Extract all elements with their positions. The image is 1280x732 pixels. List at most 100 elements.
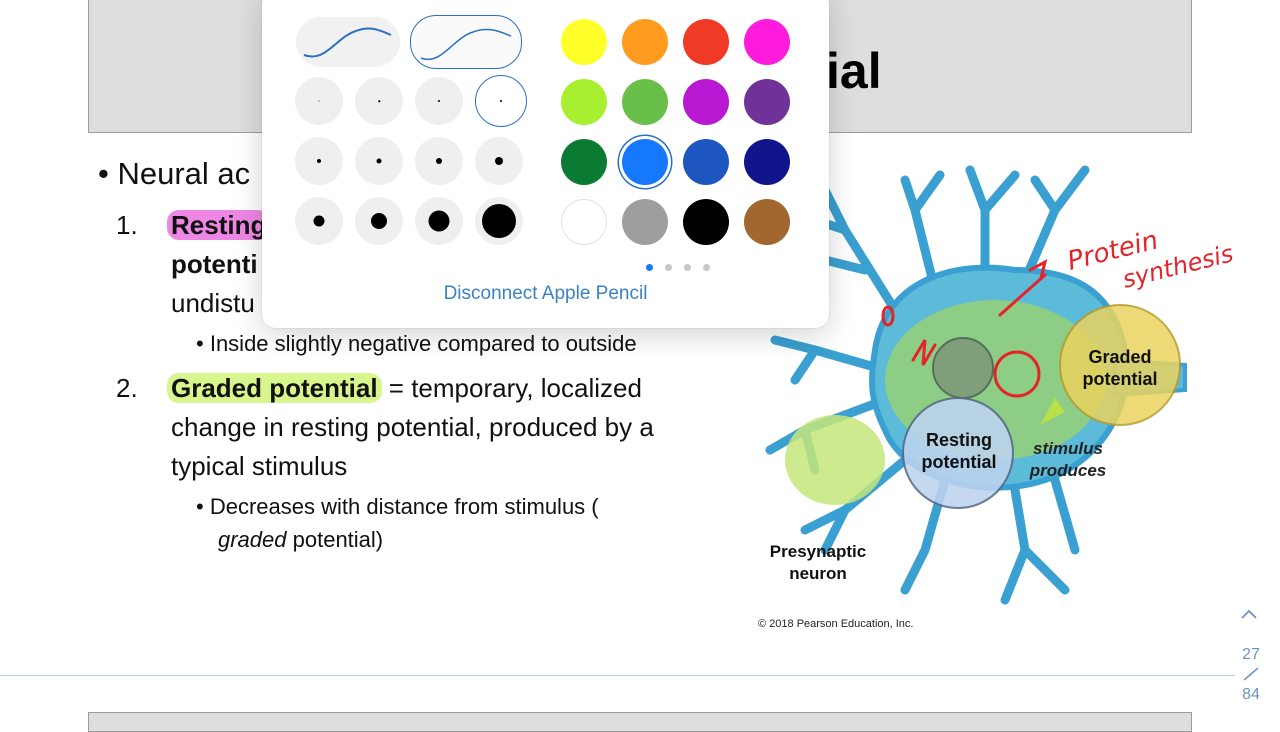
sub-bullet-dot: • (196, 494, 210, 519)
copyright-notice: © 2018 Pearson Education, Inc. (758, 618, 914, 630)
graded-italic: graded (218, 527, 287, 552)
page-dot (665, 264, 672, 271)
color-swatch[interactable] (622, 199, 668, 245)
color-swatch[interactable] (561, 19, 607, 65)
next-slide-edge (88, 712, 1192, 732)
stroke-size-button[interactable] (415, 77, 463, 125)
label-line: produces (1029, 461, 1107, 480)
page-divider (0, 675, 1235, 676)
item-line: typical stimulus (171, 451, 348, 481)
size-dot (313, 215, 325, 227)
color-swatch[interactable] (622, 79, 668, 125)
color-swatch[interactable] (561, 199, 607, 245)
label-resting-potential: Resting potential (904, 429, 1014, 473)
item-line: Graded potential = temporary, localized (167, 373, 642, 404)
stroke-size-button[interactable] (355, 77, 403, 125)
size-dot (428, 210, 450, 232)
color-swatch[interactable] (622, 139, 668, 185)
main-bullet-text: Neural ac (117, 156, 251, 191)
item-line: change in resting potential, produced by… (171, 412, 654, 442)
disconnect-pencil-button[interactable]: Disconnect Apple Pencil (443, 283, 648, 304)
color-swatch[interactable] (683, 19, 729, 65)
stroke-curve-icon (303, 27, 392, 58)
handwritten-annotation (881, 259, 1048, 398)
color-swatch[interactable] (744, 139, 790, 185)
stroke-size-button[interactable] (295, 197, 343, 245)
color-swatch[interactable] (683, 199, 729, 245)
color-swatch[interactable] (561, 79, 607, 125)
neuron-figure: Protein synthesis (765, 165, 1236, 605)
stroke-size-button[interactable] (475, 137, 523, 185)
stroke-curve-icon (420, 28, 512, 61)
size-dot (500, 100, 502, 102)
term-resting: Resting (167, 210, 271, 240)
bullet-dot: • (98, 156, 118, 191)
stroke-size-button[interactable] (475, 197, 523, 245)
stroke-size-button[interactable] (415, 137, 463, 185)
label-stimulus-produces: stimulus produces (1018, 438, 1118, 482)
item-line: potenti (171, 249, 258, 279)
sub-bullet: • Decreases with distance from stimulus … (196, 494, 599, 520)
stroke-size-button[interactable] (355, 137, 403, 185)
stimulus-arrow (1040, 398, 1065, 425)
main-bullet: • Neural ac (98, 156, 250, 192)
stroke-size-button[interactable] (415, 197, 463, 245)
item-number: 1. (116, 210, 138, 240)
page-dot (703, 264, 710, 271)
color-swatch[interactable] (683, 139, 729, 185)
color-swatch[interactable] (744, 79, 790, 125)
size-dot (376, 158, 382, 164)
label-line: Resting (925, 430, 992, 450)
item-number: 2. (116, 373, 138, 403)
label-line: neuron (789, 564, 847, 583)
nucleus (932, 337, 994, 399)
size-dot (482, 204, 516, 238)
stroke-size-button-selected[interactable] (475, 75, 527, 127)
size-dot (371, 213, 387, 229)
color-swatch[interactable] (622, 19, 668, 65)
size-dot (438, 100, 440, 102)
dendrites (765, 165, 1090, 605)
stroke-size-button[interactable] (295, 137, 343, 185)
slide-title: ial (826, 43, 882, 99)
label-line: potential (1082, 369, 1158, 389)
sub-bullet-dot: • (196, 331, 210, 356)
sub-bullet-text: Inside slightly negative compared to out… (209, 331, 637, 356)
page-dot (646, 264, 653, 271)
resting-potential-circle (902, 397, 1014, 509)
label-line: Presynaptic (769, 542, 867, 561)
chevron-up-icon-shape (1241, 609, 1257, 619)
color-swatch[interactable] (561, 139, 607, 185)
page-dot (684, 264, 691, 271)
chevron-up-icon[interactable] (1240, 604, 1258, 625)
page-slash (1243, 667, 1259, 681)
stroke-size-button[interactable] (295, 77, 343, 125)
total-pages: 84 (1242, 686, 1260, 703)
sub-bullet-cont: graded potential) (218, 527, 383, 553)
item-line: undistu (171, 288, 255, 318)
stroke-style-thin-button[interactable] (296, 17, 400, 67)
term-graded: Graded potential (167, 373, 382, 403)
graded-potential-circle (1059, 304, 1181, 426)
label-presynaptic-neuron: Presynaptic neuron (758, 541, 878, 585)
color-swatch[interactable] (744, 199, 790, 245)
label-line: potential (921, 452, 997, 472)
stroke-style-selected-button[interactable] (410, 15, 522, 69)
item-line: Resting (167, 210, 271, 241)
sub-bullet: • Inside slightly negative compared to o… (196, 331, 637, 357)
current-page-number: 27 (1242, 646, 1260, 663)
sub-bullet-text: Decreases with distance from stimulus ( (209, 494, 599, 519)
palette-page-indicator[interactable] (646, 258, 722, 276)
size-dot (378, 100, 380, 102)
stroke-size-button[interactable] (355, 197, 403, 245)
sub-bullet-text: potential) (286, 527, 384, 552)
stimulus-green (785, 415, 885, 505)
size-dot (318, 100, 320, 102)
color-swatch[interactable] (683, 79, 729, 125)
item-line-text: = temporary, localized (381, 373, 642, 403)
label-line: stimulus (1033, 439, 1103, 458)
pencil-tool-popover: Disconnect Apple Pencil (262, 0, 829, 328)
size-dot (495, 157, 503, 165)
color-swatch[interactable] (744, 19, 790, 65)
label-graded-potential: Graded potential (1065, 346, 1175, 390)
